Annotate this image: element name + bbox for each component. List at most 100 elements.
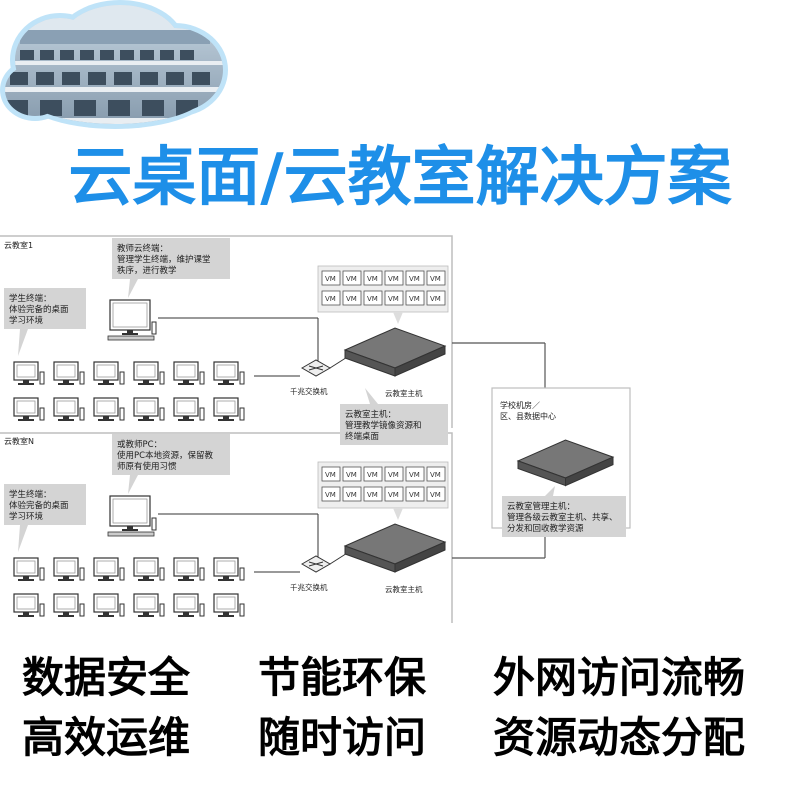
- room-label: 云教室N: [4, 436, 34, 446]
- vm-box: VM: [405, 486, 425, 502]
- vm-box: VM: [342, 290, 362, 306]
- svg-text:或教师PC：: 或教师PC：: [117, 439, 162, 450]
- student-terminal: [213, 397, 245, 421]
- vm-box: VM: [405, 290, 425, 306]
- student-terminal: [133, 397, 165, 421]
- management-host: [516, 439, 615, 487]
- svg-text:VM: VM: [388, 491, 399, 499]
- svg-text:教师云终端：: 教师云终端：: [117, 243, 168, 254]
- svg-text:VM: VM: [325, 275, 336, 283]
- teacher-terminal: [107, 299, 157, 341]
- student-terminal: [53, 557, 85, 581]
- student-terminal: [93, 557, 125, 581]
- svg-text:管理各级云教室主机、共享、: 管理各级云教室主机、共享、: [507, 512, 618, 523]
- svg-text:云教室管理主机：: 云教室管理主机：: [507, 501, 575, 512]
- student-terminal: [13, 361, 45, 385]
- svg-text:VM: VM: [346, 295, 357, 303]
- vm-box: VM: [363, 486, 383, 502]
- vm-box: VM: [426, 466, 446, 482]
- student-terminal: [13, 557, 45, 581]
- svg-text:VM: VM: [430, 275, 441, 283]
- svg-text:VM: VM: [346, 491, 357, 499]
- student-terminal: [93, 593, 125, 617]
- vm-box: VM: [405, 466, 425, 482]
- student-terminal: [173, 361, 205, 385]
- feature-label: 数据安全: [22, 653, 191, 702]
- vm-box: VM: [363, 270, 383, 286]
- svg-text:VM: VM: [409, 471, 420, 479]
- vm-box: VM: [384, 270, 404, 286]
- svg-text:VM: VM: [346, 275, 357, 283]
- feature-label: 节能环保: [258, 653, 427, 702]
- student-terminal: [213, 593, 245, 617]
- classroom-host: [343, 327, 447, 377]
- svg-text:体验完备的桌面: 体验完备的桌面: [9, 500, 69, 511]
- vm-box: VM: [321, 270, 341, 286]
- svg-text:VM: VM: [367, 491, 378, 499]
- vm-box: VM: [426, 290, 446, 306]
- svg-text:VM: VM: [388, 275, 399, 283]
- svg-text:VM: VM: [409, 295, 420, 303]
- switch-label: 千兆交换机: [290, 386, 328, 396]
- student-terminal: [13, 593, 45, 617]
- student-terminal: [173, 397, 205, 421]
- svg-text:VM: VM: [409, 491, 420, 499]
- vm-box: VM: [384, 466, 404, 482]
- student-terminal: [93, 361, 125, 385]
- student-terminal: [133, 557, 165, 581]
- svg-text:学生终端：: 学生终端：: [9, 489, 52, 500]
- svg-text:VM: VM: [409, 275, 420, 283]
- svg-text:师原有使用习惯: 师原有使用习惯: [117, 461, 177, 472]
- vm-box: VM: [426, 486, 446, 502]
- svg-text:VM: VM: [388, 295, 399, 303]
- feature-label: 资源动态分配: [493, 713, 746, 762]
- vm-box: VM: [321, 466, 341, 482]
- page-title: 云桌面/云教室解决方案: [68, 141, 732, 215]
- svg-text:VM: VM: [367, 471, 378, 479]
- host-label: 云教室主机: [385, 584, 423, 594]
- student-terminal: [133, 593, 165, 617]
- svg-text:VM: VM: [346, 471, 357, 479]
- svg-text:学习环境: 学习环境: [9, 315, 44, 326]
- vm-box: VM: [321, 290, 341, 306]
- vm-cluster: VM VM VM VM VM VM VM VM VM VM VM VM: [317, 461, 449, 520]
- svg-text:云教室主机：: 云教室主机：: [345, 409, 396, 420]
- feature-label: 随时访问: [258, 713, 427, 762]
- vm-cluster: VM VM VM VM VM VM VM VM VM VM VM VM: [317, 265, 449, 324]
- vm-box: VM: [384, 486, 404, 502]
- student-terminal: [13, 397, 45, 421]
- svg-text:VM: VM: [367, 295, 378, 303]
- svg-text:管理教学镜像资源和: 管理教学镜像资源和: [345, 420, 422, 431]
- svg-text:VM: VM: [367, 275, 378, 283]
- room-label: 云教室1: [4, 240, 33, 250]
- student-terminal: [173, 593, 205, 617]
- vm-box: VM: [363, 466, 383, 482]
- classroom-host: [343, 523, 447, 573]
- vm-box: VM: [342, 270, 362, 286]
- student-terminal: [133, 361, 165, 385]
- datacenter-label: 学校机房／: [500, 400, 540, 410]
- vm-box: VM: [342, 466, 362, 482]
- svg-text:秩序，进行教学: 秩序，进行教学: [117, 265, 177, 276]
- student-terminal: [93, 397, 125, 421]
- vm-box: VM: [321, 486, 341, 502]
- gigabit-switch: [300, 359, 332, 377]
- svg-text:体验完备的桌面: 体验完备的桌面: [9, 304, 69, 315]
- student-terminal: [213, 361, 245, 385]
- svg-text:VM: VM: [430, 491, 441, 499]
- datacenter-label: 区、县数据中心: [500, 411, 556, 421]
- management-note: 云教室管理主机：管理各级云教室主机、共享、分发和回收教学资源: [502, 486, 626, 537]
- vm-box: VM: [342, 486, 362, 502]
- svg-text:分发和回收教学资源: 分发和回收教学资源: [507, 523, 584, 534]
- vm-box: VM: [405, 270, 425, 286]
- svg-text:VM: VM: [325, 471, 336, 479]
- switch-label: 千兆交换机: [290, 582, 328, 592]
- teacher-terminal: [107, 495, 157, 537]
- vm-box: VM: [426, 270, 446, 286]
